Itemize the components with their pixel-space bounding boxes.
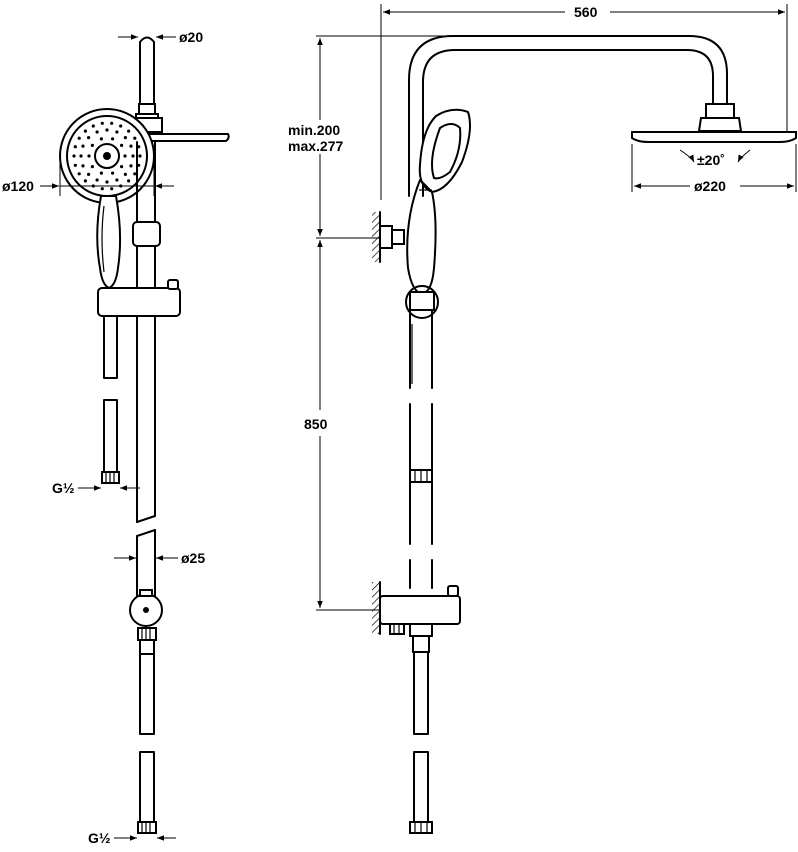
nozzle-dot (123, 172, 127, 176)
nozzle-dot (123, 136, 127, 140)
hose-holder (405, 285, 439, 319)
nozzle-dot (120, 165, 124, 169)
side-view: ø20 ø120 G½ ø25 G½ (2, 29, 230, 846)
nozzle-dot (119, 124, 123, 128)
nozzle-dot (105, 180, 109, 184)
dim-thread-top-label: G½ (52, 480, 75, 496)
side-diverter-knob (129, 589, 163, 655)
mixer-body (379, 585, 461, 653)
nozzle-dot (115, 178, 119, 182)
dim-thread-bottom: G½ (88, 830, 176, 846)
nozzle-dot (77, 172, 81, 176)
dim-dia-20-label: ø20 (179, 29, 203, 45)
nozzle-dot (105, 128, 109, 132)
dim-dia-220-label: ø220 (694, 178, 726, 194)
nozzle-dot (123, 154, 127, 158)
nozzle-dot (73, 163, 77, 167)
hand-shower (406, 108, 471, 295)
dim-tilt-20: ±20˚ (679, 149, 751, 168)
nozzle-dot (90, 165, 94, 169)
nozzle-dot (133, 172, 137, 176)
side-lower-pipe (137, 653, 157, 834)
dim-dia-120-label: ø120 (2, 178, 34, 194)
dim-tilt-20-label: ±20˚ (697, 152, 725, 168)
dim-dia-220: ø220 (631, 144, 797, 194)
nozzle-dot (72, 154, 76, 158)
dim-height-850-label: 850 (304, 416, 328, 432)
nozzle-dot (100, 187, 104, 191)
nozzle-dot (77, 136, 81, 140)
nozzle-dot (87, 172, 91, 176)
nozzle-dot (138, 154, 142, 158)
wall-hatch-top (372, 212, 380, 262)
dim-dia-120: ø120 (2, 156, 174, 196)
nozzle-dot (120, 143, 124, 147)
nozzle-dot (100, 121, 104, 125)
nozzle-dot (110, 187, 114, 191)
top-wall-bracket (379, 225, 405, 249)
dim-thread-top: G½ (52, 480, 140, 496)
dim-width-560-label: 560 (574, 4, 598, 20)
dim-vertical-850: min.200 max.277 850 (288, 35, 452, 611)
nozzle-dot (91, 124, 95, 128)
nozzle-dot (99, 137, 103, 141)
front-rail (409, 309, 433, 589)
nozzle-dot (95, 178, 99, 182)
dim-dia-25: ø25 (114, 550, 205, 566)
side-hose (101, 315, 120, 484)
dim-dia-25-label: ø25 (181, 550, 205, 566)
dim-min-200-label: min.200 (288, 122, 340, 138)
side-slider-bracket (97, 279, 181, 317)
nozzle-dot (129, 164, 133, 168)
side-hand-shower-handle (96, 195, 122, 290)
nozzle-dot (83, 179, 87, 183)
side-rail (132, 141, 161, 597)
nozzle-dot (81, 144, 85, 148)
dim-dia-20: ø20 (118, 29, 203, 45)
nozzle-dot (81, 164, 85, 168)
nozzle-dot (110, 121, 114, 125)
nozzle-dot (127, 179, 131, 183)
nozzle-dot (111, 171, 115, 175)
wall-hatch-bottom (372, 582, 380, 634)
front-view: 560 ±20˚ ø220 (288, 4, 797, 834)
dim-max-277-label: max.277 (288, 138, 343, 154)
dim-width-560: 560 (380, 4, 788, 200)
nozzle-dot (87, 136, 91, 140)
nozzle-dot (95, 130, 99, 134)
nozzle-dot (73, 145, 77, 149)
rain-head (631, 117, 797, 143)
nozzle-dot (90, 143, 94, 147)
dim-thread-bottom-label: G½ (88, 830, 111, 846)
front-lower-pipe (409, 651, 433, 834)
nozzle-dot (131, 154, 135, 158)
nozzle-dot (115, 130, 119, 134)
side-top-pipe (135, 36, 159, 125)
nozzle-dot (99, 171, 103, 175)
nozzle-dot (79, 154, 83, 158)
nozzle-dot (111, 137, 115, 141)
nozzle-dot (127, 129, 131, 133)
side-hand-shower-face (59, 108, 155, 204)
nozzle-dot (129, 144, 133, 148)
nozzle-dot (133, 136, 137, 140)
nozzle-dot (83, 129, 87, 133)
nozzle-dot (87, 154, 91, 158)
